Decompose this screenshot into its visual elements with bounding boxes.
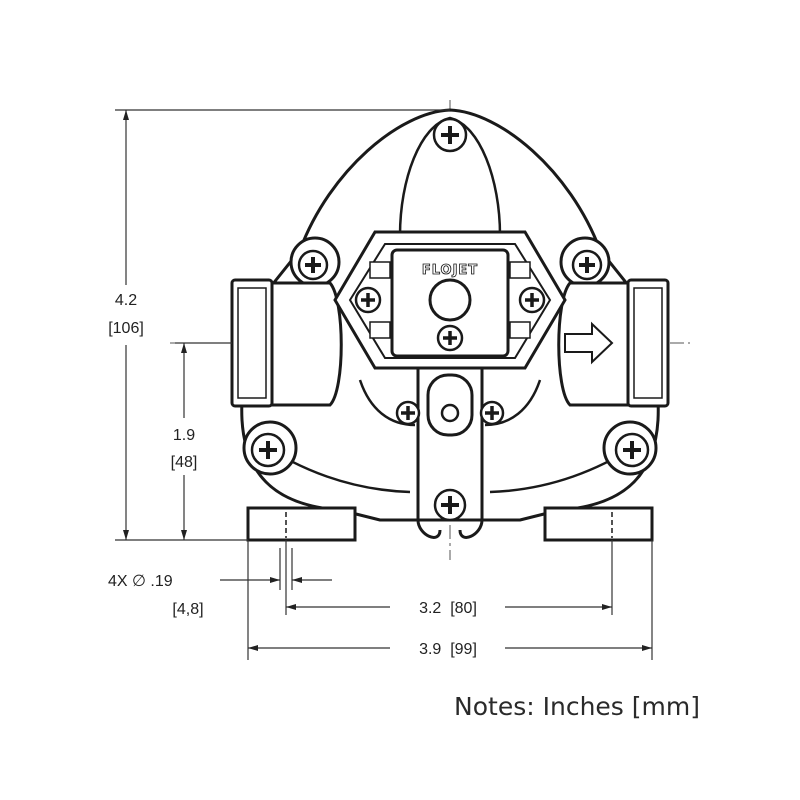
screw-icon — [432, 117, 468, 153]
switch-frame-inner — [348, 243, 552, 359]
flow-arrow-icon — [564, 321, 614, 365]
screw-icon — [518, 286, 546, 314]
screw-icon — [297, 249, 329, 281]
right-port — [557, 278, 670, 408]
overall-width-label: 3.9 [99] — [419, 641, 477, 658]
screw-icon — [395, 400, 421, 426]
overall-height-mm: [106] — [108, 320, 144, 337]
screw-icon — [436, 324, 464, 352]
mounting-feet — [246, 506, 654, 542]
left-port-thread — [237, 287, 267, 399]
left-foot — [246, 506, 357, 542]
wire-harness — [416, 368, 484, 539]
dimension-lines — [115, 109, 653, 660]
pressure-adjust-hole — [428, 278, 472, 322]
screw-icon — [479, 400, 505, 426]
screw-icon — [250, 432, 286, 468]
terminal-tab — [509, 321, 531, 339]
hole-spacing-label: 3.2 [80] — [419, 600, 477, 617]
terminal-tab — [369, 321, 391, 339]
wire-loop — [416, 368, 484, 539]
left-port — [230, 278, 343, 408]
screw-icon — [614, 432, 650, 468]
screw-icon — [433, 488, 467, 522]
dimension-labels: 4.2 [106] 1.9 [48] 4X ∅ .19 [4,8] 3.2 [8… — [108, 292, 477, 658]
center-post-hole — [440, 403, 460, 423]
mount-hole-mm: [4,8] — [172, 601, 203, 618]
screw-icon — [571, 249, 603, 281]
overall-height-inch: 4.2 — [115, 292, 137, 309]
screw-icon — [354, 286, 382, 314]
units-note: Notes: Inches [mm] — [454, 692, 700, 721]
right-port-fitting — [626, 278, 670, 408]
port-height-inch: 1.9 — [173, 427, 195, 444]
left-port-neck — [268, 281, 343, 407]
mount-hole-label: 4X ∅ .19 — [108, 573, 173, 590]
right-foot — [543, 506, 654, 542]
switch-housing — [333, 230, 567, 370]
terminal-tab — [509, 261, 531, 279]
terminal-tab — [369, 261, 391, 279]
right-port-thread — [633, 287, 663, 399]
port-height-mm: [48] — [171, 454, 198, 471]
screws — [250, 117, 650, 522]
brand-label: FLOJET — [422, 263, 478, 278]
